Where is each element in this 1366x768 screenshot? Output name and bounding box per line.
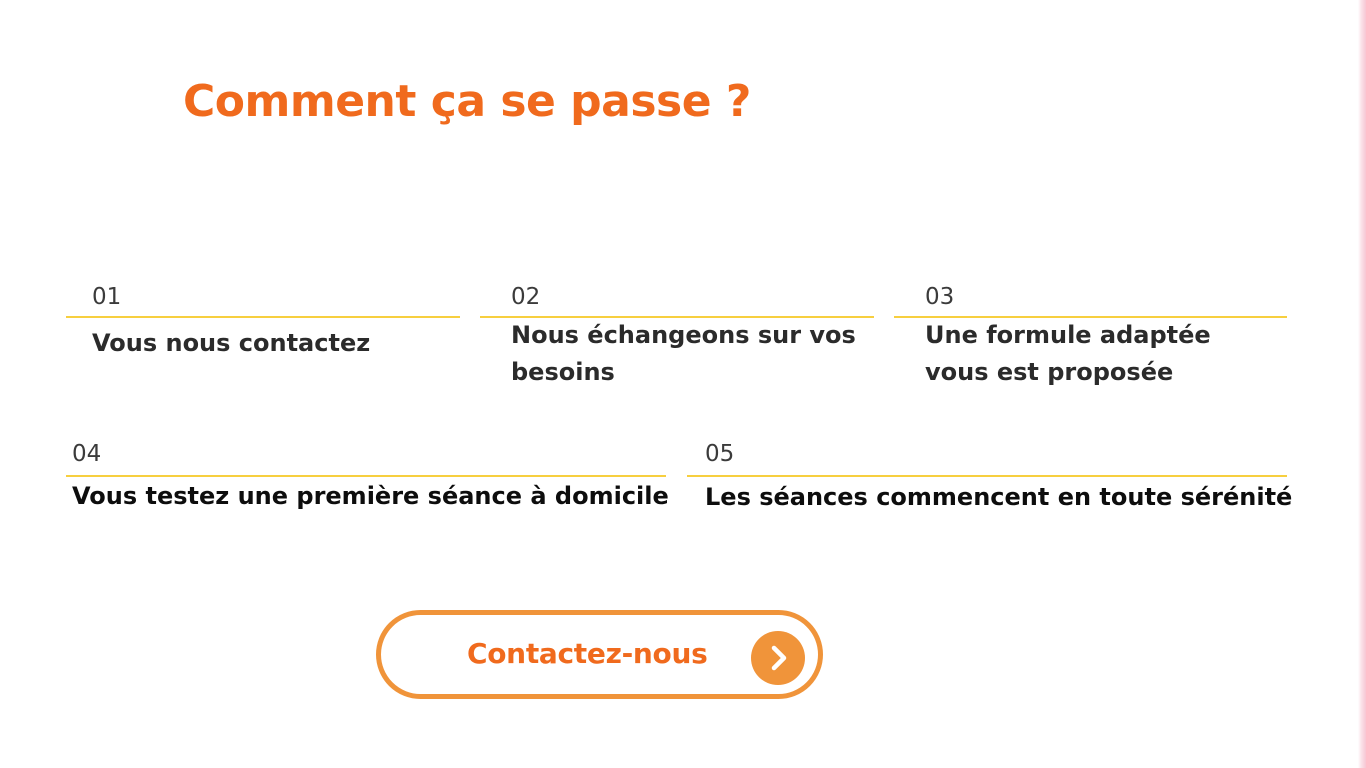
step-divider (480, 316, 874, 318)
step-divider (894, 316, 1287, 318)
step-text: Les séances commencent en toute sérénité (705, 483, 1293, 511)
step-number: 01 (92, 284, 122, 310)
step-number: 02 (511, 284, 541, 310)
step-text: Nous échangeons sur vos besoins (511, 321, 856, 386)
step-divider (66, 475, 666, 477)
section-title: Comment ça se passe ? (183, 76, 751, 127)
step-text: Une formule adaptée vous est proposée (925, 321, 1211, 386)
contact-button-label: Contactez-nous (467, 637, 708, 670)
step-number: 05 (705, 441, 735, 467)
step-divider (66, 316, 460, 318)
step-3: 03 Une formule adaptée vous est proposée (894, 286, 1287, 396)
step-divider (687, 475, 1287, 477)
step-4: 04 Vous testez une première séance à dom… (66, 441, 669, 523)
step-text: Vous testez une première séance à domici… (72, 482, 669, 510)
chevron-right-icon (751, 631, 805, 685)
step-text: Vous nous contactez (92, 329, 371, 357)
step-number: 03 (925, 284, 955, 310)
step-5: 05 Les séances commencent en toute sérén… (687, 441, 1293, 523)
step-1: 01 Vous nous contactez (66, 286, 460, 376)
scrollbar-edge (1358, 0, 1366, 768)
step-number: 04 (72, 441, 102, 467)
step-2: 02 Nous échangeons sur vos besoins (480, 286, 874, 396)
contact-button[interactable]: Contactez-nous (376, 610, 823, 699)
